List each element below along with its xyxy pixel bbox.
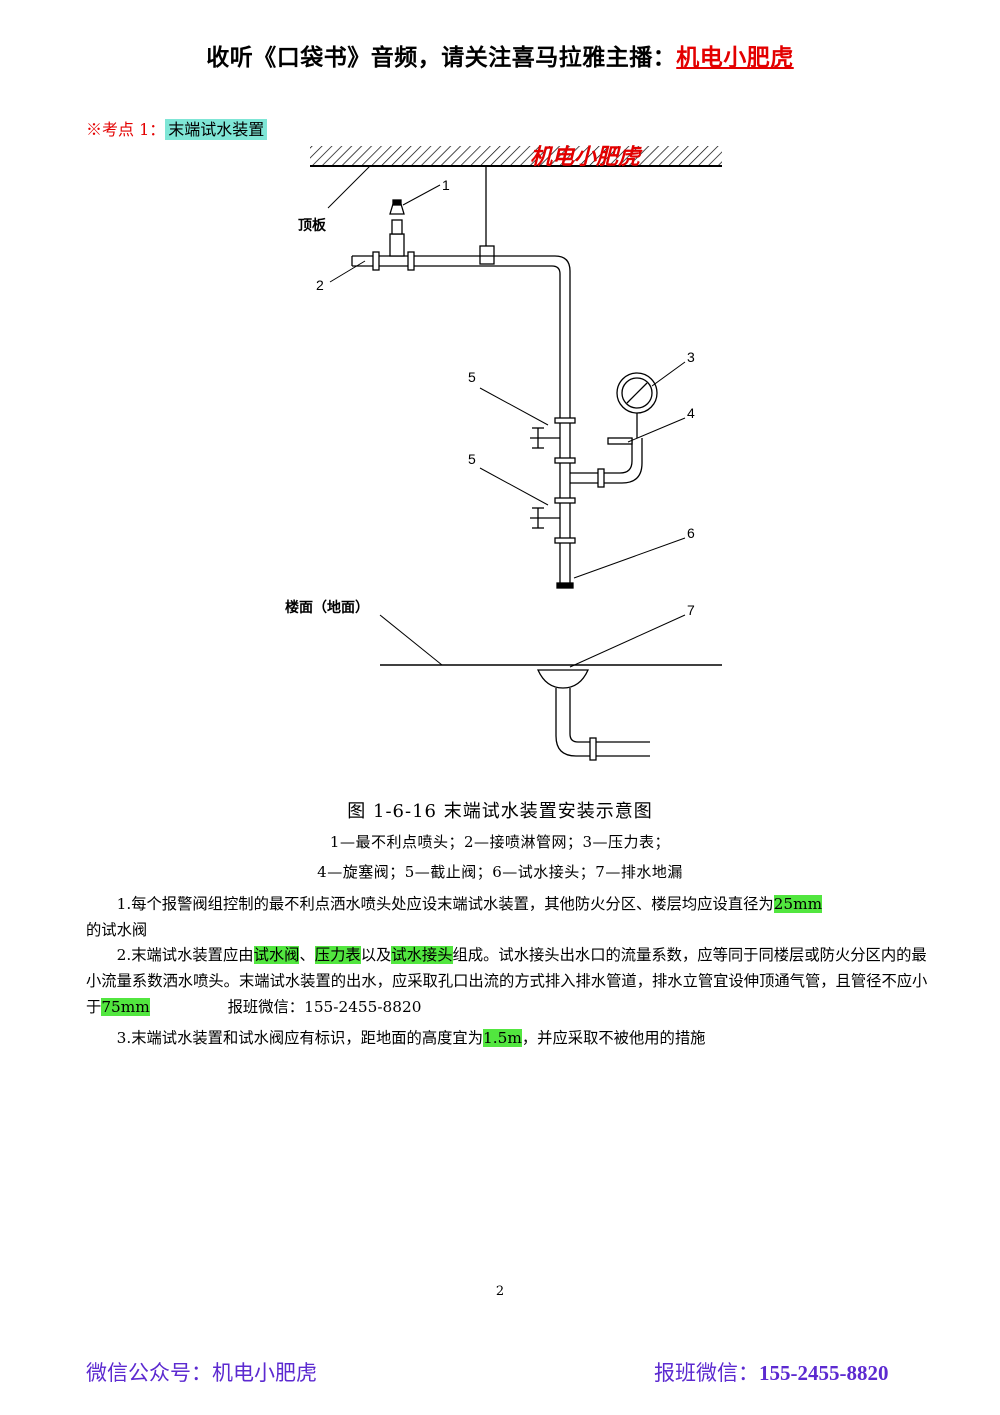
callout-numbers: 1 2 3 4 5 5 6 7 bbox=[316, 177, 695, 618]
p2-highlight-1: 试水阀 bbox=[253, 946, 300, 964]
p2-gap bbox=[150, 998, 228, 1016]
label-ceiling: 顶板 bbox=[298, 217, 327, 234]
p2-c: 以及 bbox=[360, 946, 392, 964]
page-number: 2 bbox=[495, 1284, 505, 1299]
p2-d: 组成。试水接头出水口的流量系数，应等同于同楼层或防火分区内的最小流量系数洒水喷头… bbox=[86, 946, 928, 1016]
section-topic: 末端试水装置 bbox=[165, 119, 268, 140]
p1-highlight: 25mm bbox=[773, 895, 823, 913]
diagram-watermark: 机电小肥虎 bbox=[530, 145, 643, 170]
header-brand: 机电小肥虎 bbox=[676, 44, 794, 71]
p2-b: 、 bbox=[299, 946, 315, 964]
callout-5a: 5 bbox=[468, 369, 476, 385]
footer-contact-number: 155-2455-8820 bbox=[759, 1361, 889, 1385]
p3-highlight: 1.5m bbox=[483, 1029, 522, 1047]
p2-contact: 报班微信：155-2455-8820 bbox=[227, 998, 422, 1016]
figure-legend-line-2: 4—旋塞阀；5—截止阀；6—试水接头；7—排水地漏 bbox=[317, 863, 683, 881]
paragraph-2: 2.末端试水装置应由试水阀、压力表以及试水接头组成。试水接头出水口的流量系数，应… bbox=[86, 942, 928, 1020]
installation-diagram: 机电小肥虎 顶板 bbox=[285, 145, 722, 761]
p2-a: 2.末端试水装置应由 bbox=[116, 946, 254, 964]
section-title: ※考点 1：末端试水装置 bbox=[86, 116, 268, 140]
header-prefix: 收听《口袋书》音频，请关注喜马拉雅主播： bbox=[206, 44, 677, 71]
p2-highlight-4: 75mm bbox=[101, 998, 150, 1016]
figure-caption: 图 1-6-16 末端试水装置安装示意图 bbox=[347, 801, 653, 822]
section-marker: ※考点 1： bbox=[86, 120, 166, 139]
footer-contact: 报班微信：155-2455-8820 bbox=[654, 1357, 889, 1387]
p1-tail: 的试水阀 bbox=[86, 921, 148, 939]
paragraph-3: 3.末端试水装置和试水阀应有标识，距地面的高度宜为1.5m，并应采取不被他用的措… bbox=[86, 1025, 928, 1051]
callout-1: 1 bbox=[442, 177, 450, 193]
p2-highlight-2: 压力表 bbox=[314, 946, 361, 964]
paragraph-1: 1.每个报警阀组控制的最不利点洒水喷头处应设末端试水装置，其他防火分区、楼层均应… bbox=[86, 891, 928, 943]
callout-3: 3 bbox=[687, 349, 695, 365]
callout-7: 7 bbox=[687, 602, 695, 618]
p3-a: 3.末端试水装置和试水阀应有标识，距地面的高度宜为 bbox=[116, 1029, 484, 1047]
callout-4: 4 bbox=[687, 405, 695, 421]
figure-legend-line-1: 1—最不利点喷头；2—接喷淋管网；3—压力表； bbox=[329, 833, 671, 851]
p3-b: ，并应采取不被他用的措施 bbox=[521, 1029, 706, 1047]
p2-highlight-3: 试水接头 bbox=[391, 946, 453, 964]
pipe-network bbox=[351, 166, 658, 589]
floor-and-drain bbox=[380, 664, 722, 761]
callout-leaders bbox=[329, 184, 686, 668]
callout-6: 6 bbox=[687, 525, 695, 541]
ceiling-slab bbox=[310, 146, 722, 167]
callout-2: 2 bbox=[316, 277, 324, 293]
page-header: 收听《口袋书》音频，请关注喜马拉雅主播：机电小肥虎 bbox=[0, 38, 1000, 72]
callout-5b: 5 bbox=[468, 451, 476, 467]
label-floor: 楼面（地面） bbox=[285, 599, 369, 616]
p1-text: 1.每个报警阀组控制的最不利点洒水喷头处应设末端试水装置，其他防火分区、楼层均应… bbox=[116, 895, 774, 913]
footer-wechat-account: 微信公众号：机电小肥虎 bbox=[86, 1361, 317, 1385]
ceiling-label-group: 顶板 bbox=[298, 165, 371, 234]
footer-contact-label: 报班微信： bbox=[654, 1361, 759, 1385]
